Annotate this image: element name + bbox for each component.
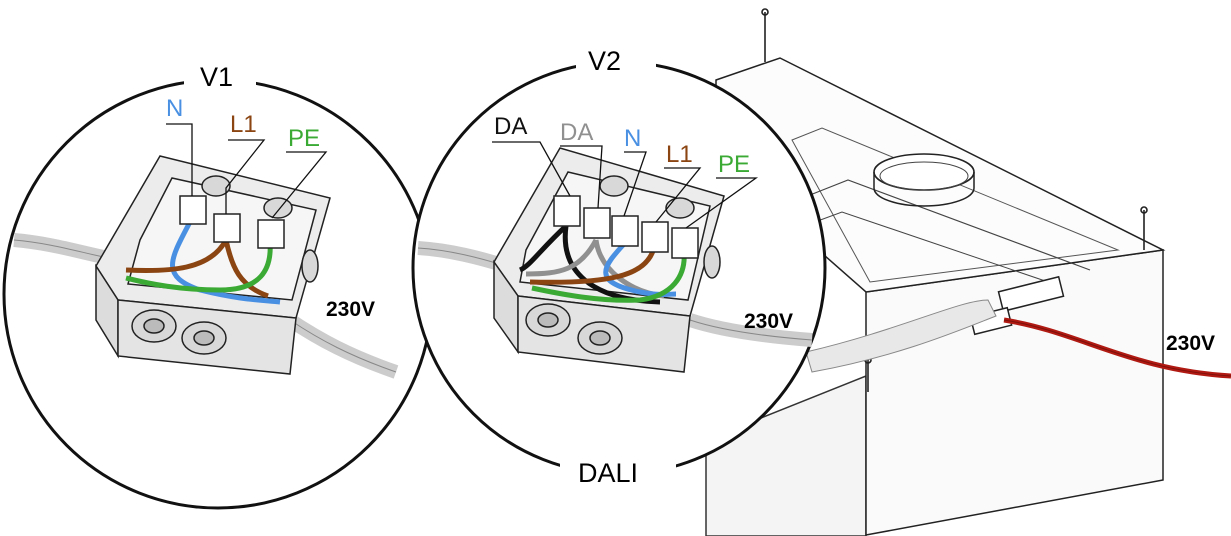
round-duct-inner [879, 161, 969, 191]
v2-label-da-grey: DA [560, 119, 593, 146]
callout-band [805, 299, 997, 373]
v2-wire-dali-grey [525, 238, 599, 277]
v2-terminals [553, 195, 699, 259]
v1-wire-earth [125, 241, 273, 293]
v1-leader-n [166, 123, 193, 196]
v1-terminal-pe [257, 219, 285, 249]
v1-terminal-n [179, 195, 207, 225]
unit-rail [809, 179, 1091, 271]
circle-v1: V1 [2, 62, 434, 510]
v1-wire-live [125, 238, 229, 274]
v1-wire-live-2 [223, 239, 269, 299]
v2-terminal-n [611, 215, 639, 247]
v1-terminal-l1 [213, 213, 241, 243]
v1-label-l1: L1 [230, 111, 257, 138]
v1-terminals [179, 195, 285, 249]
v1-label-n: N [166, 95, 183, 122]
v2-label-l1: L1 [666, 141, 693, 168]
v2-label-pe: PE [718, 151, 750, 178]
v2-voltage-label: 230V [744, 310, 793, 333]
v2-leader-n [623, 151, 647, 217]
circle-v2: V2 DALI [411, 46, 827, 488]
driver-box [997, 275, 1065, 313]
v2-wire-dali-black [518, 224, 568, 273]
v2-terminal-da-grey [583, 207, 611, 239]
perforated-panel [705, 374, 867, 536]
v1-voltage-label: 230V [326, 298, 375, 321]
unit-inner-frame [791, 127, 1120, 283]
v2-leader-da-black [492, 141, 571, 197]
luminaire-unit [705, 8, 1166, 536]
v2-leader-da-grey [560, 145, 603, 209]
v2-wire-neutral [603, 242, 677, 297]
v2-terminal-da-black [553, 195, 581, 227]
v2-wire-earth [531, 251, 687, 303]
v2-title: V2 [588, 46, 621, 76]
v2-terminal-pe [671, 227, 699, 259]
v2-terminal-l1 [641, 221, 669, 253]
v1-leader-l1 [225, 139, 266, 214]
v2-footer: DALI [578, 458, 638, 488]
v2-wire-live [529, 247, 657, 285]
v2-label-da-black: DA [494, 113, 527, 140]
v1-label-pe: PE [288, 125, 320, 152]
v2-label-n: N [624, 125, 641, 152]
v1-leader-pe [271, 151, 328, 219]
v2-leader-pe [685, 177, 759, 229]
v1-title: V1 [200, 62, 233, 92]
unit-voltage-label: 230V [1166, 332, 1215, 355]
v2-leader-l1 [655, 167, 702, 223]
